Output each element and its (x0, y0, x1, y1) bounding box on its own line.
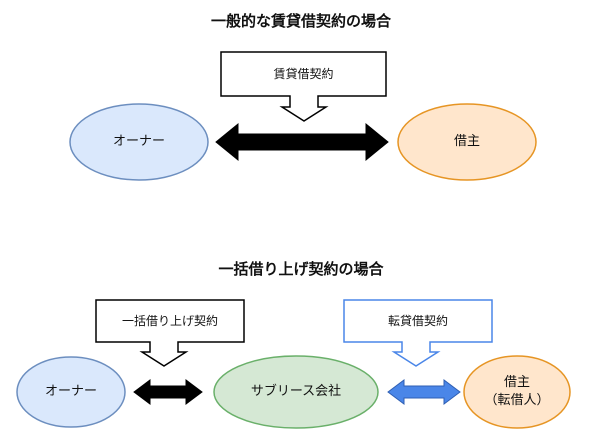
tenant-ellipse-general (397, 103, 537, 181)
master-lease-callout (95, 299, 245, 367)
company-label: サブリース会社 (250, 384, 342, 400)
section-title-general: 一般的な賃貸借契約の場合 (210, 12, 391, 30)
double-arrow-general (215, 122, 389, 162)
master-lease-label: 一括借り上げ契約 (121, 313, 218, 328)
tenant-label-sublease: 借主 （転借人） (484, 375, 550, 408)
tenant-ellipse-sublease (463, 355, 571, 429)
contract-callout-general (220, 51, 387, 122)
contract-label-general: 賃貸借契約 (273, 66, 334, 81)
owner-label-general: オーナー (112, 134, 165, 150)
double-arrow-master (133, 379, 203, 405)
sublease-callout (343, 299, 493, 367)
tenant-label-general: 借主 (453, 134, 480, 150)
double-arrow-sublease (387, 379, 461, 405)
owner-ellipse-general (69, 103, 209, 181)
company-ellipse (213, 355, 379, 429)
owner-ellipse-sublease (16, 356, 126, 428)
owner-label-sublease: オーナー (44, 384, 97, 400)
section-title-sublease: 一括借り上げ契約の場合 (218, 260, 384, 278)
sublease-contract-label: 転貸借契約 (387, 313, 448, 328)
